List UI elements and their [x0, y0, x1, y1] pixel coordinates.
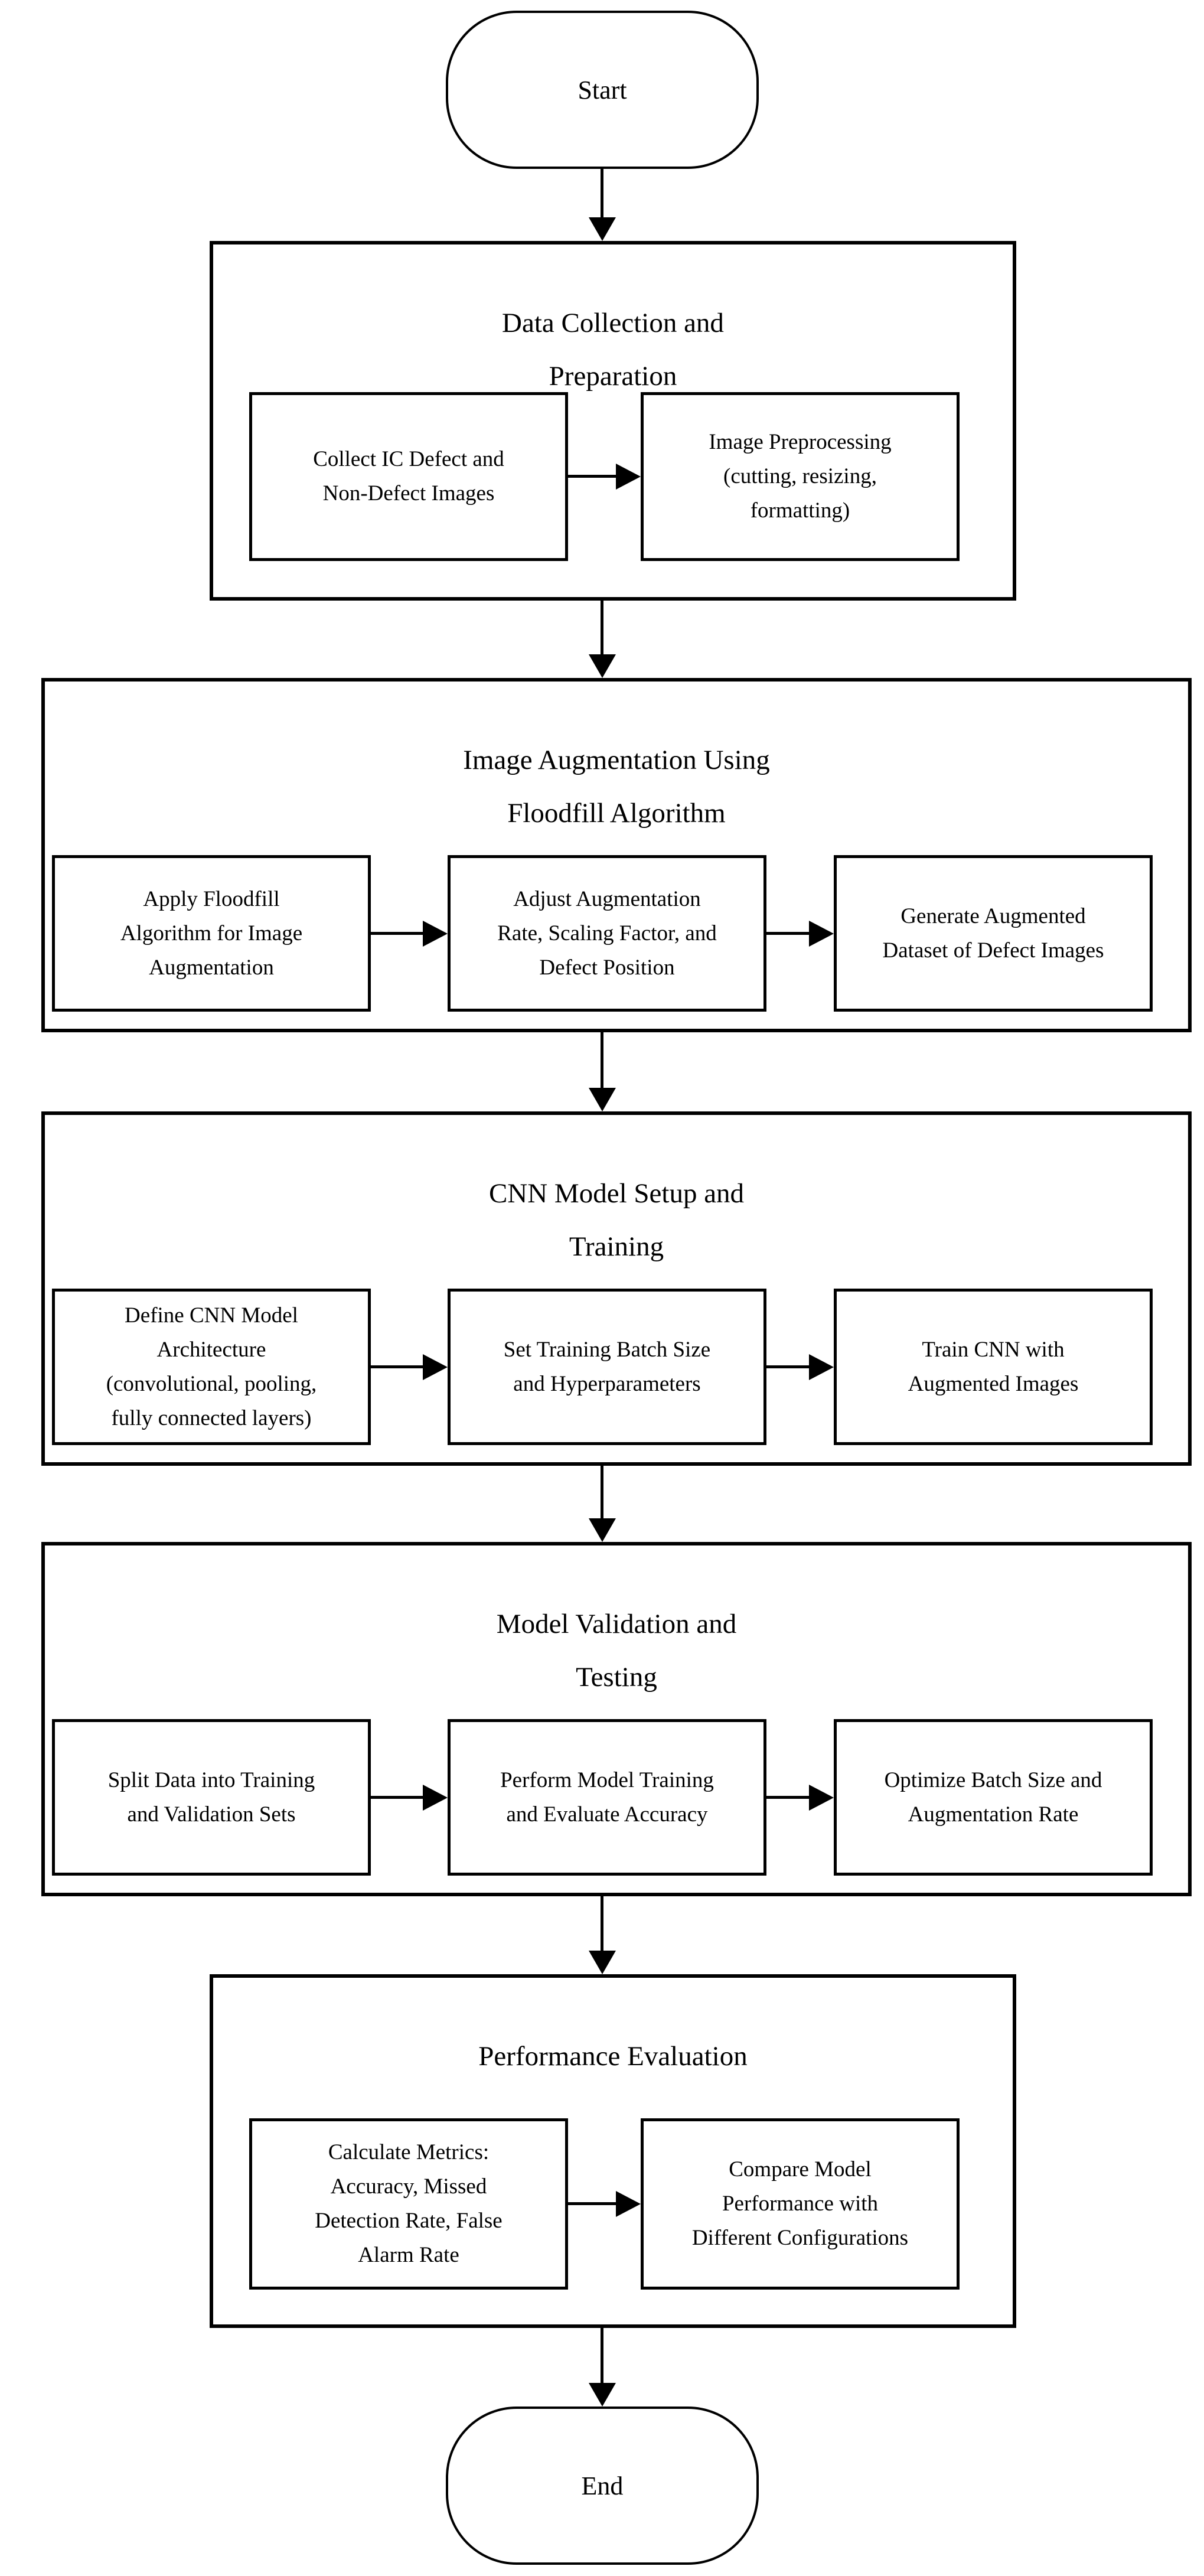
arrow-right-icon: [423, 1785, 448, 1811]
arrow-right-icon: [423, 921, 448, 947]
arrow-down-icon: [589, 217, 616, 241]
arrow-right-icon: [616, 2191, 641, 2217]
arrow-down-icon: [589, 1088, 616, 1111]
arrow-augmentation-to-cnn-line: [601, 1032, 603, 1089]
process-box-image-preprocessing: Image Preprocessing (cutting, resizing, …: [641, 392, 960, 561]
arrow-right-icon: [809, 921, 834, 947]
arrow-collect-to-preprocess-line: [568, 475, 616, 478]
process-box-apply-floodfill: Apply Floodfill Algorithm for Image Augm…: [52, 855, 371, 1012]
section-title: Image Augmentation Using Floodfill Algor…: [463, 745, 770, 829]
arrow-right-icon: [809, 1785, 834, 1811]
arrow-data-collection-to-augmentation-line: [601, 601, 603, 656]
arrow-adjust-to-generate-line: [766, 932, 809, 935]
end-label: End: [581, 2471, 624, 2500]
arrow-split-to-perform-line: [371, 1796, 423, 1799]
arrow-down-icon: [589, 654, 616, 678]
section-title: Data Collection and Preparation: [502, 308, 724, 392]
process-box-calculate-metrics: Calculate Metrics: Accuracy, Missed Dete…: [249, 2118, 568, 2290]
arrow-architecture-to-batch-line: [371, 1365, 423, 1368]
process-box-define-architecture: Define CNN Model Architecture (convoluti…: [52, 1289, 371, 1445]
process-box-train-cnn: Train CNN with Augmented Images: [834, 1289, 1153, 1445]
process-box-compare-performance: Compare Model Performance with Different…: [641, 2118, 960, 2290]
process-box-set-batch-size: Set Training Batch Size and Hyperparamet…: [448, 1289, 766, 1445]
arrow-right-icon: [809, 1354, 834, 1380]
process-box-optimize-batch: Optimize Batch Size and Augmentation Rat…: [834, 1719, 1153, 1876]
arrow-start-to-data-collection-line: [601, 169, 603, 219]
process-box-split-data: Split Data into Training and Validation …: [52, 1719, 371, 1876]
arrow-performance-to-end-line: [601, 2328, 603, 2384]
process-box-generate-dataset: Generate Augmented Dataset of Defect Ima…: [834, 855, 1153, 1012]
arrow-batch-to-train-line: [766, 1365, 809, 1368]
process-box-perform-training: Perform Model Training and Evaluate Accu…: [448, 1719, 766, 1876]
section-title: Performance Evaluation: [478, 2041, 748, 2072]
arrow-cnn-to-validation-line: [601, 1466, 603, 1519]
section-title: Model Validation and Testing: [496, 1609, 737, 1693]
arrow-down-icon: [589, 1518, 616, 1542]
arrow-right-icon: [616, 464, 641, 490]
arrow-down-icon: [589, 2383, 616, 2407]
process-box-collect-images: Collect IC Defect and Non-Defect Images: [249, 392, 568, 561]
start-label: Start: [577, 75, 627, 105]
start-terminator: Start: [446, 11, 759, 169]
section-title: CNN Model Setup and Training: [488, 1178, 745, 1262]
arrow-right-icon: [423, 1354, 448, 1380]
arrow-down-icon: [589, 1951, 616, 1974]
arrow-perform-to-optimize-line: [766, 1796, 809, 1799]
arrow-metrics-to-compare-line: [568, 2202, 616, 2205]
end-terminator: End: [446, 2407, 759, 2565]
process-box-adjust-augmentation: Adjust Augmentation Rate, Scaling Factor…: [448, 855, 766, 1012]
arrow-validation-to-performance-line: [601, 1896, 603, 1952]
arrow-floodfill-to-adjust-line: [371, 932, 423, 935]
